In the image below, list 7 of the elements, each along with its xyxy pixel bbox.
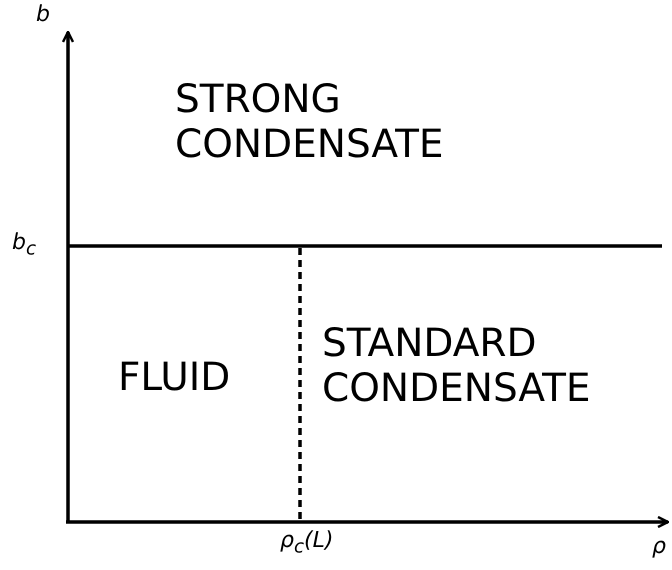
axis-tick-label: ρ$_{c}$(L) bbox=[280, 528, 334, 558]
region-label: STANDARD CONDENSATE bbox=[322, 322, 592, 412]
axis-label: ρ bbox=[652, 534, 666, 560]
region-label: STRONG CONDENSATE bbox=[175, 78, 445, 168]
axis-label: b bbox=[36, 2, 50, 28]
region-label: FLUID bbox=[118, 356, 232, 401]
axis-tick-label: b$_{c}$ bbox=[12, 230, 36, 260]
